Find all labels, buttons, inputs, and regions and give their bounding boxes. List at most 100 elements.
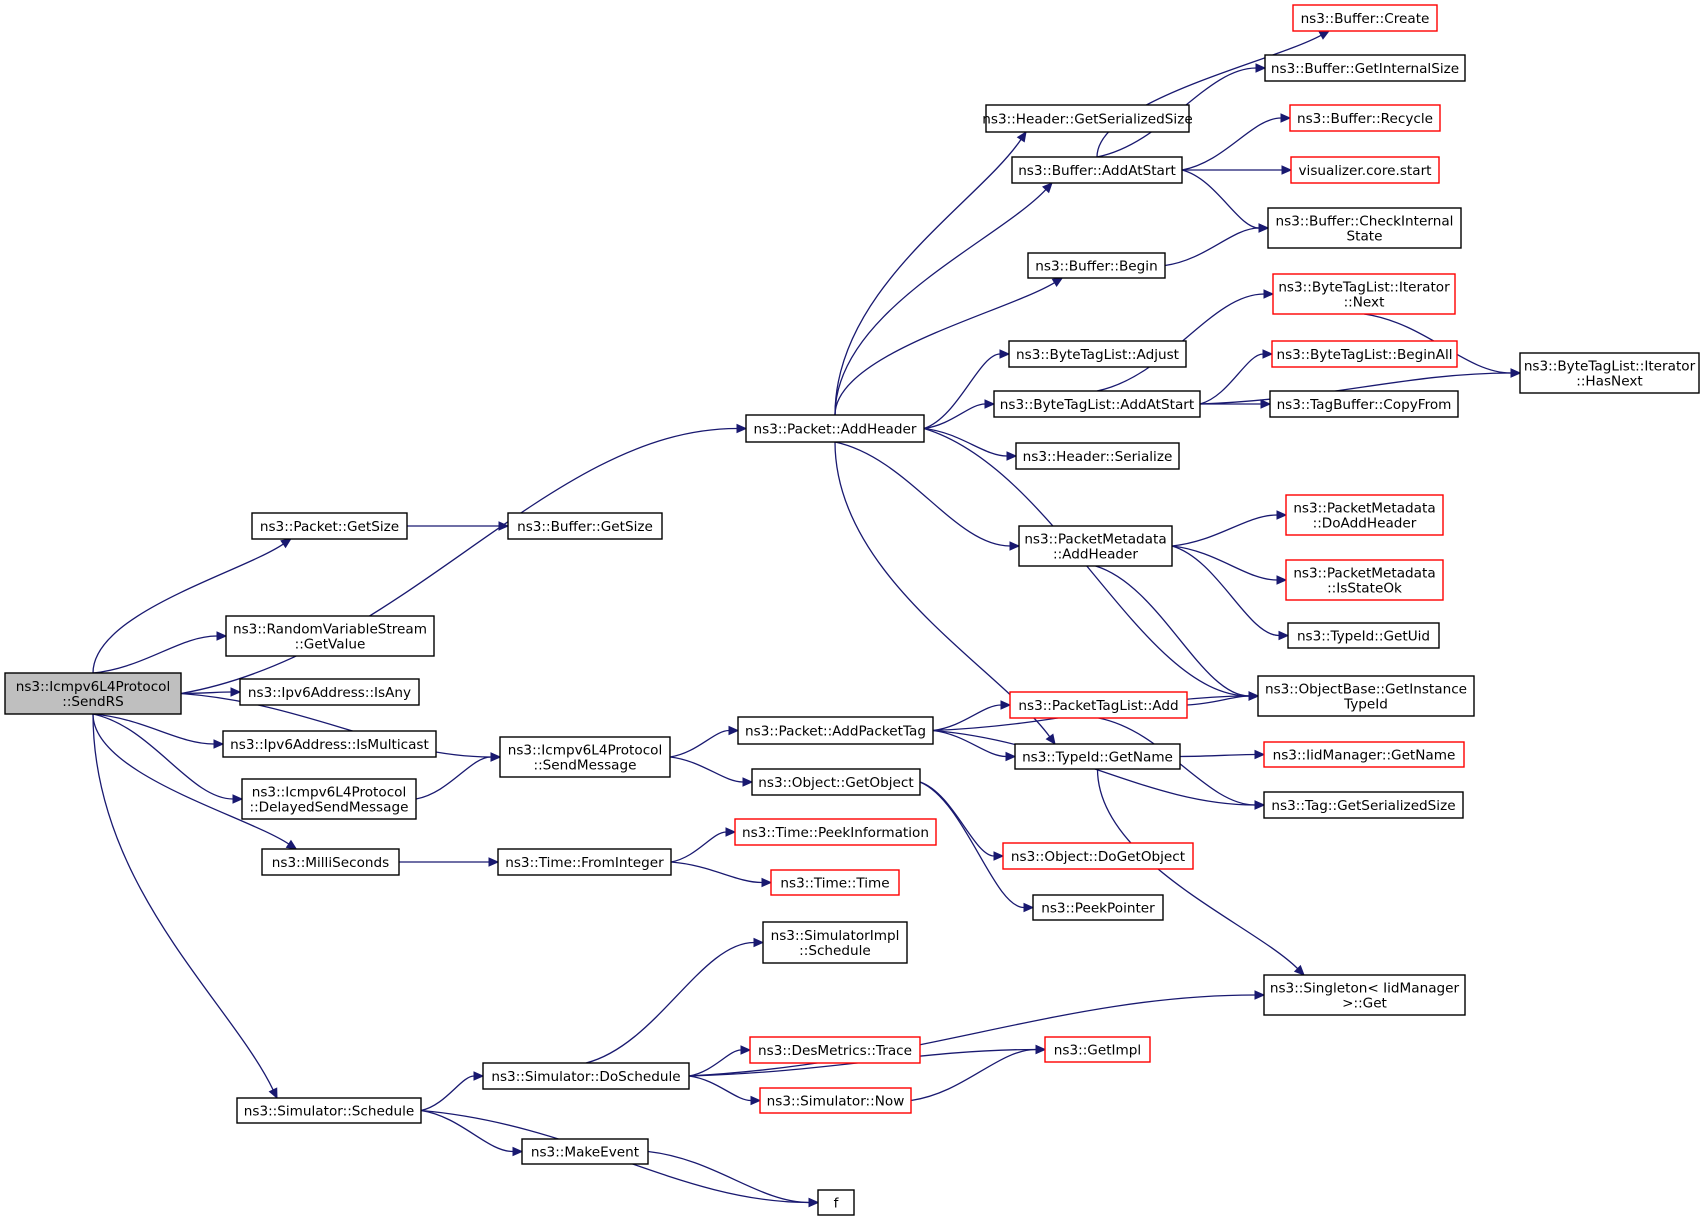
edge-arrowhead xyxy=(1255,63,1267,73)
node-getobj[interactable]: ns3::Object::GetObject xyxy=(751,768,921,796)
node-delayed[interactable]: ns3::Icmpv6L4Protocol::DelayedSendMessag… xyxy=(241,778,417,820)
node-label: ::AddHeader xyxy=(1053,547,1138,563)
edge-line xyxy=(92,713,274,1091)
node-label: ns3::PacketTagList::Add xyxy=(1018,698,1178,714)
node-box xyxy=(1018,525,1173,567)
node-label: ns3::ByteTagList::Iterator xyxy=(1278,280,1450,296)
node-typeuid[interactable]: ns3::TypeId::GetUid xyxy=(1287,622,1440,649)
node-hdrsize[interactable]: ns3::Header::GetSerializedSize xyxy=(982,104,1193,133)
node-time[interactable]: ns3::Time::Time xyxy=(770,869,900,896)
edge-line xyxy=(1096,34,1322,158)
node-millis[interactable]: ns3::MilliSeconds xyxy=(261,848,400,876)
node-getimpl[interactable]: ns3::GetImpl xyxy=(1044,1036,1151,1063)
node-pmdoadd[interactable]: ns3::PacketMetadata::DoAddHeader xyxy=(1285,494,1444,536)
edge-arrowhead xyxy=(213,739,225,749)
node-label: ns3::Header::GetSerializedSize xyxy=(982,112,1192,128)
node-label: ::HasNext xyxy=(1576,374,1642,390)
node-label: f xyxy=(834,1196,840,1212)
edge-line xyxy=(420,1109,514,1153)
node-desm[interactable]: ns3::DesMetrics::Trace xyxy=(749,1036,921,1064)
node-peekinfo[interactable]: ns3::Time::PeekInformation xyxy=(734,818,937,846)
node-btlitnext[interactable]: ns3::ByteTagList::Iterator::Next xyxy=(1272,273,1456,315)
node-tagbufcopy[interactable]: ns3::TagBuffer::CopyFrom xyxy=(1269,390,1459,418)
edge-line xyxy=(919,781,1025,909)
edge-line xyxy=(910,1048,1037,1102)
node-bufcreate[interactable]: ns3::Buffer::Create xyxy=(1292,4,1438,32)
node-addptag[interactable]: ns3::Packet::AddPacketTag xyxy=(737,716,934,745)
edge-sched-to-dosched xyxy=(420,1071,485,1112)
node-btlbeginall[interactable]: ns3::ByteTagList::BeginAll xyxy=(1271,340,1458,368)
node-btladd[interactable]: ns3::ByteTagList::AddAtStart xyxy=(993,390,1201,418)
node-box xyxy=(1271,340,1458,368)
edge-dosched-to-singleton xyxy=(688,990,1266,1077)
node-vizstart[interactable]: visualizer.core.start xyxy=(1290,156,1440,184)
node-peekptr[interactable]: ns3::PeekPointer xyxy=(1032,894,1164,921)
edge-line xyxy=(92,635,218,674)
node-label: ns3::Simulator::Now xyxy=(767,1094,905,1110)
edge-bufbegin-to-bufcheck xyxy=(1164,223,1270,267)
edge-arrowhead xyxy=(498,521,510,531)
node-pmstate[interactable]: ns3::PacketMetadata::IsStateOk xyxy=(1285,559,1444,601)
node-box xyxy=(497,848,672,876)
edge-line xyxy=(932,729,1256,806)
node-getsize[interactable]: ns3::Packet::GetSize xyxy=(251,512,408,540)
edge-line xyxy=(180,427,738,695)
node-taggetser[interactable]: ns3::Tag::GetSerializedSize xyxy=(1263,791,1464,819)
edge-line xyxy=(669,756,744,783)
node-iidname[interactable]: ns3::IidManager::GetName xyxy=(1263,741,1465,768)
edge-line xyxy=(923,427,1250,697)
edge-addheader-to-hdrser xyxy=(923,427,1018,461)
node-sched[interactable]: ns3::Simulator::Schedule xyxy=(236,1097,422,1124)
edge-arrowhead xyxy=(1045,733,1056,745)
edge-arrowhead xyxy=(1281,165,1293,175)
node-box xyxy=(1009,691,1188,719)
node-ismulti[interactable]: ns3::Ipv6Address::IsMulticast xyxy=(222,730,437,758)
edge-arrowhead xyxy=(1278,630,1290,641)
node-f[interactable]: f xyxy=(817,1189,855,1216)
node-label: ns3::Buffer::GetInternalSize xyxy=(1271,61,1459,77)
node-pmaddh[interactable]: ns3::PacketMetadata::AddHeader xyxy=(1018,525,1173,567)
node-simimpl[interactable]: ns3::SimulatorImpl::Schedule xyxy=(762,921,908,964)
edge-line xyxy=(670,831,727,863)
edge-line xyxy=(1171,545,1280,637)
node-typegetname[interactable]: ns3::TypeId::GetName xyxy=(1014,743,1181,770)
node-dogetobj[interactable]: ns3::Object::DoGetObject xyxy=(1002,842,1194,870)
edge-line xyxy=(92,713,290,845)
node-box xyxy=(817,1189,855,1216)
node-bufgetsize[interactable]: ns3::Buffer::GetSize xyxy=(507,512,663,540)
node-bufbegin[interactable]: ns3::Buffer::Begin xyxy=(1027,252,1166,279)
node-box xyxy=(241,778,417,820)
node-label: ns3::Icmpv6L4Protocol xyxy=(16,679,171,695)
node-hdrser[interactable]: ns3::Header::Serialize xyxy=(1015,442,1180,470)
node-dosched[interactable]: ns3::Simulator::DoSchedule xyxy=(482,1062,690,1090)
node-makeevent[interactable]: ns3::MakeEvent xyxy=(521,1138,649,1165)
edge-line xyxy=(932,729,1007,758)
node-addheader[interactable]: ns3::Packet::AddHeader xyxy=(745,414,925,443)
edge-ptladd-to-taggetser xyxy=(1098,717,1266,810)
node-sendmsg[interactable]: ns3::Icmpv6L4Protocol::SendMessage xyxy=(499,736,671,778)
node-isany[interactable]: ns3::Ipv6Address::IsAny xyxy=(239,678,420,706)
node-box xyxy=(521,1138,649,1165)
node-box xyxy=(1285,494,1444,536)
node-sendrs[interactable]: ns3::Icmpv6L4Protocol::SendRS xyxy=(4,672,182,715)
node-label: ns3::Buffer::Recycle xyxy=(1297,111,1433,127)
node-bufgetint[interactable]: ns3::Buffer::GetInternalSize xyxy=(1264,54,1466,82)
node-bufadd[interactable]: ns3::Buffer::AddAtStart xyxy=(1011,156,1183,184)
node-bufrecycle[interactable]: ns3::Buffer::Recycle xyxy=(1289,104,1441,132)
node-btlhasnext[interactable]: ns3::ByteTagList::Iterator::HasNext xyxy=(1519,352,1700,394)
edge-dosched-to-simnow xyxy=(688,1075,762,1106)
edge-getobj-to-peekptr xyxy=(919,781,1035,913)
edge-sendrs-to-addheader xyxy=(180,423,748,695)
edge-arrowhead xyxy=(1262,349,1274,359)
node-ptladd[interactable]: ns3::PacketTagList::Add xyxy=(1009,691,1188,719)
node-box xyxy=(749,1036,921,1064)
edge-arrowhead xyxy=(1254,749,1266,760)
node-singleton[interactable]: ns3::Singleton< IidManager >::Get xyxy=(1263,974,1466,1016)
node-simnow[interactable]: ns3::Simulator::Now xyxy=(759,1087,912,1114)
node-fromint[interactable]: ns3::Time::FromInteger xyxy=(497,848,672,876)
node-btladjust[interactable]: ns3::ByteTagList::Adjust xyxy=(1008,340,1187,368)
node-label: ns3::PacketMetadata xyxy=(1293,566,1435,582)
node-rvsget[interactable]: ns3::RandomVariableStream::GetValue xyxy=(225,615,435,657)
